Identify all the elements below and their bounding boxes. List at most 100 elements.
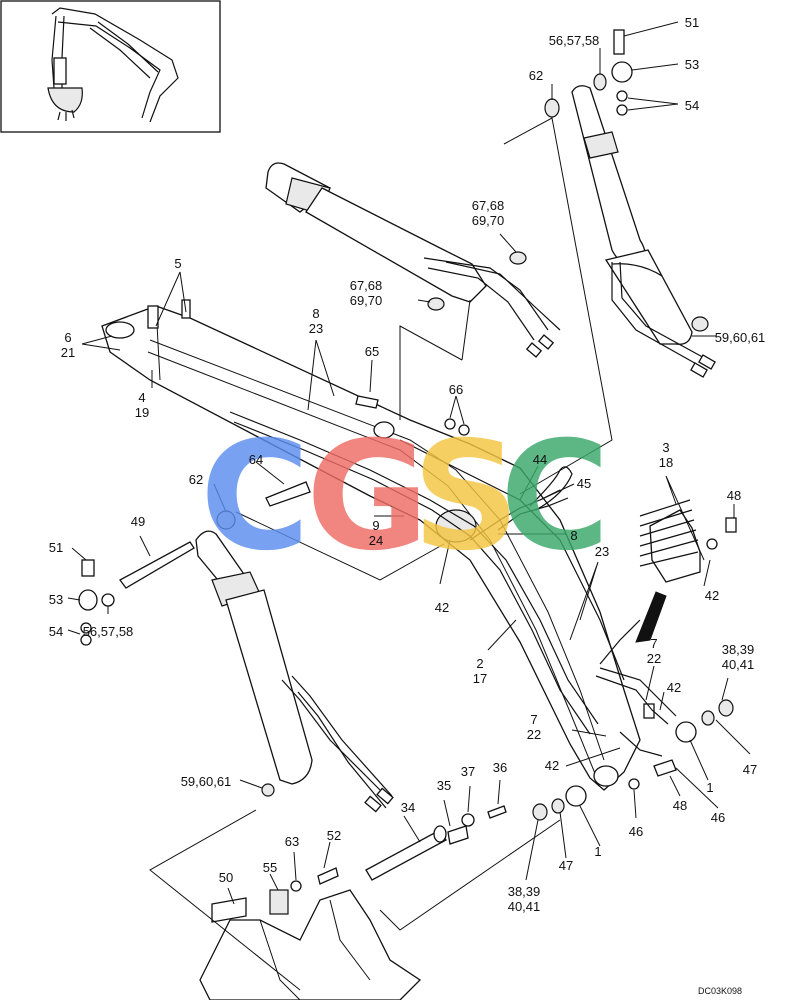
watermark-letter-s: S: [412, 410, 520, 584]
callout-line: 23: [595, 544, 609, 559]
callout-line: 24: [369, 533, 383, 548]
callout-53: 53: [49, 592, 63, 607]
pipe-block: [599, 499, 701, 665]
callout-line: 42: [545, 758, 559, 773]
callout-line: 54: [685, 98, 699, 113]
callout-48: 48: [673, 798, 687, 813]
callout-line: 18: [659, 455, 673, 470]
watermark-letter-c1: C: [200, 410, 310, 584]
watermark: C G S C: [200, 410, 610, 584]
callout-36: 36: [493, 760, 507, 775]
callout-line: 46: [629, 824, 643, 839]
callout-47: 47: [743, 762, 757, 777]
callout-47: 47: [559, 858, 573, 873]
callout-1: 1: [706, 780, 713, 795]
callout-62: 62: [189, 472, 203, 487]
callout-49: 49: [131, 514, 145, 529]
callout-line: 46: [711, 810, 725, 825]
callout-52: 52: [327, 828, 341, 843]
callout-line: 7: [530, 712, 537, 727]
callout-line: 22: [647, 651, 661, 666]
callout-line: 7: [650, 636, 657, 651]
boom-cylinder-lower: [195, 530, 394, 813]
callout-59-60-61: 59,60,61: [181, 774, 232, 789]
callout-66: 66: [449, 382, 463, 397]
boom-cylinder-upper: [265, 162, 561, 358]
callout-line: 40,41: [722, 657, 755, 672]
callout-line: 38,39: [722, 642, 755, 657]
watermark-letter-g: G: [306, 410, 429, 584]
callout-line: 59,60,61: [715, 330, 766, 345]
callout-48: 48: [727, 488, 741, 503]
callout-line: 52: [327, 828, 341, 843]
callout-line: 48: [673, 798, 687, 813]
callout-line: 53: [49, 592, 63, 607]
callout-line: 65: [365, 344, 379, 359]
callout-line: 35: [437, 778, 451, 793]
callout-line: 53: [685, 57, 699, 72]
callout-line: 6: [64, 330, 71, 345]
callout-56-57-58: 56,57,58: [83, 624, 134, 639]
callout-54: 54: [685, 98, 699, 113]
leader-lines: [67, 21, 751, 991]
callout-42: 42: [667, 680, 681, 695]
callout-line: 55: [263, 860, 277, 875]
callout-44: 44: [533, 452, 547, 467]
callout-53: 53: [685, 57, 699, 72]
callout-line: 42: [435, 600, 449, 615]
callout-line: 51: [49, 540, 63, 555]
callout-line: 5: [174, 256, 181, 271]
callout-5: 5: [174, 256, 181, 271]
callout-line: 8: [312, 306, 319, 321]
hardware: [78, 29, 737, 892]
callout-65: 65: [365, 344, 379, 359]
callout-46: 46: [711, 810, 725, 825]
callout-line: 34: [401, 800, 415, 815]
callout-line: 66: [449, 382, 463, 397]
callout-8: 8: [570, 528, 577, 543]
diagram-code: DC03K098: [698, 986, 742, 996]
callout-64: 64: [249, 452, 263, 467]
callout-line: 8: [570, 528, 577, 543]
locator-thumbnail: [0, 0, 221, 133]
callout-51: 51: [685, 15, 699, 30]
callout-line: 48: [727, 488, 741, 503]
callout-1: 1: [594, 844, 601, 859]
callout-line: 42: [705, 588, 719, 603]
callout-37: 37: [461, 764, 475, 779]
callout-line: 37: [461, 764, 475, 779]
callout-45: 45: [577, 476, 591, 491]
callout-line: 54: [49, 624, 63, 639]
callout-62: 62: [529, 68, 543, 83]
callout-line: 40,41: [508, 899, 541, 914]
callout-50: 50: [219, 870, 233, 885]
callout-line: 56,57,58: [83, 624, 134, 639]
callout-line: 17: [473, 671, 487, 686]
callout-34: 34: [401, 800, 415, 815]
callout-42: 42: [705, 588, 719, 603]
callout-line: 19: [135, 405, 149, 420]
callout-42: 42: [435, 600, 449, 615]
callout-line: 62: [189, 472, 203, 487]
callout-line: 69,70: [472, 213, 505, 228]
callout-35: 35: [437, 778, 451, 793]
callout-line: 45: [577, 476, 591, 491]
callout-line: 9: [372, 518, 379, 533]
callout-line: 21: [61, 345, 75, 360]
callout-line: 69,70: [350, 293, 383, 308]
callout-51: 51: [49, 540, 63, 555]
callout-line: 2: [476, 656, 483, 671]
callout-54: 54: [49, 624, 63, 639]
callout-46: 46: [629, 824, 643, 839]
callout-line: 3: [662, 440, 669, 455]
